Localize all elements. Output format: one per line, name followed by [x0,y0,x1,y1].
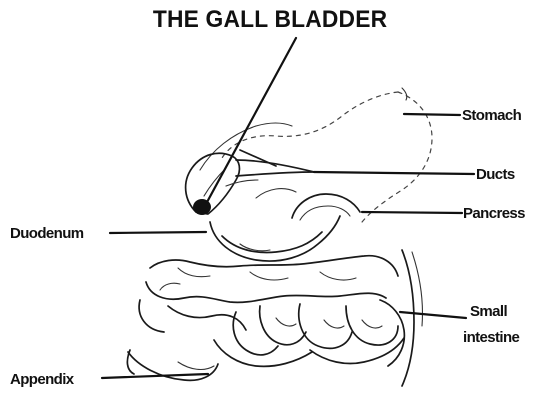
duodenum-organ [210,216,340,261]
label-small-intestine-line1: Small [470,303,507,320]
duodenum-leader-line [110,232,206,233]
small-intestine-organ [139,250,422,386]
pancreas-leader-line [362,212,462,213]
stomach-outline [222,88,432,222]
label-pancreas: Pancress [463,205,525,222]
ducts-leader-line [314,172,474,174]
label-small-intestine-line2: intestine [463,329,520,346]
small-intestine-leader-line [400,312,466,318]
title-leader-line [206,38,296,204]
label-duodenum: Duodenum [10,225,84,242]
appendix-leader-line [102,374,208,378]
label-ducts: Ducts [476,166,515,183]
label-appendix: Appendix [10,371,75,388]
stomach-leader-line [404,114,460,115]
pancreas-organ [256,189,360,220]
label-stomach: Stomach [462,107,522,124]
